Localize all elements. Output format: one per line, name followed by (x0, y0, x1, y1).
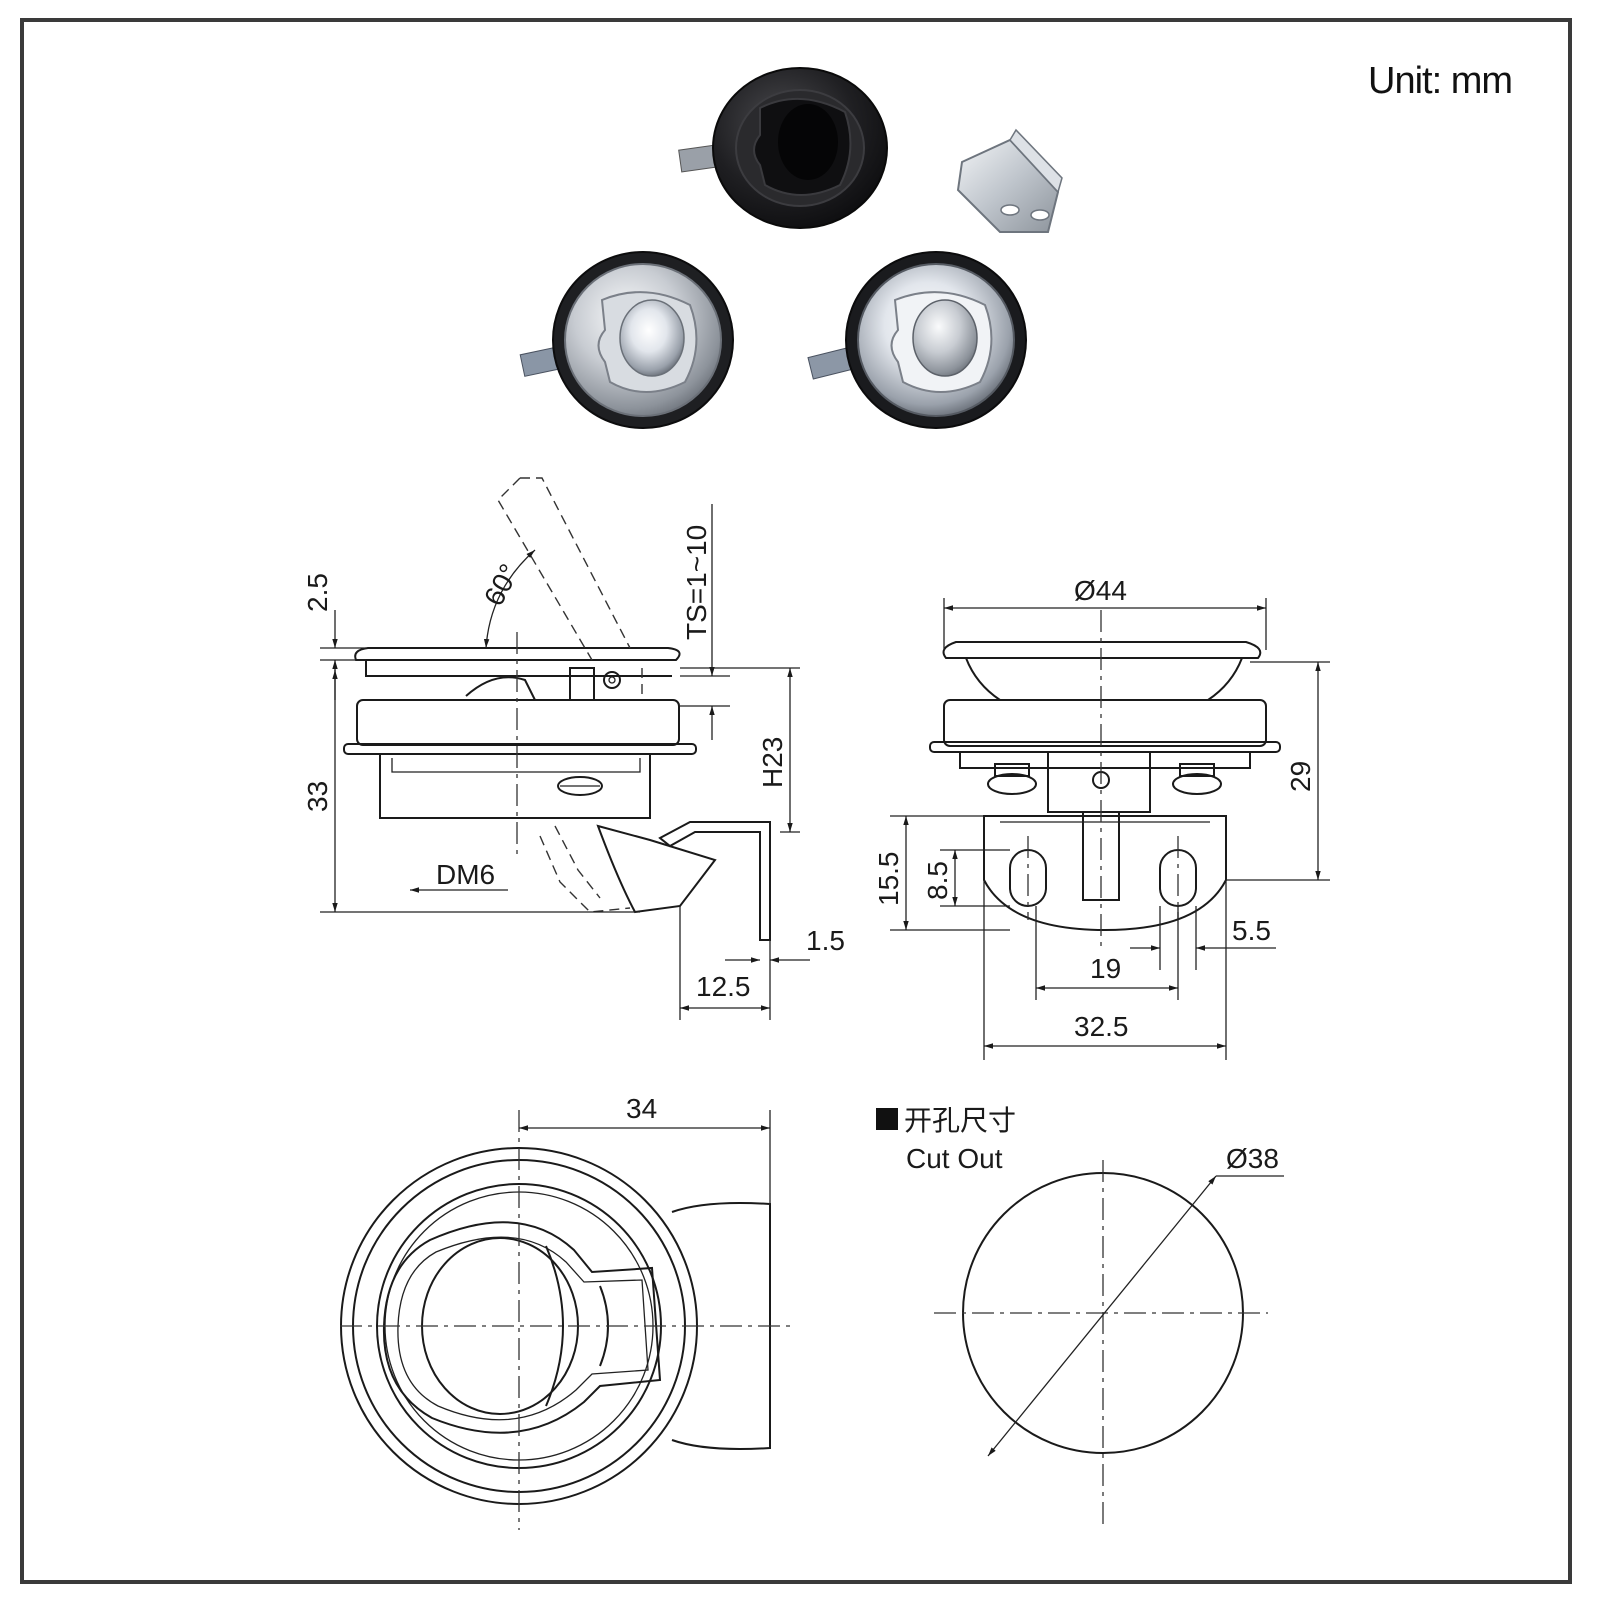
dim-cutout-diameter: Ø38 (1226, 1143, 1279, 1174)
top-view (340, 1110, 790, 1530)
dim-flange-diameter: Ø44 (1074, 575, 1127, 606)
top-view-dimensions: 34 (519, 1093, 771, 1204)
unit-label: Unit: mm (1368, 60, 1513, 102)
dim-slot-spacing: 19 (1090, 953, 1121, 984)
dim-cam-thickness: 1.5 (806, 925, 845, 956)
dim-slot-length: 8.5 (922, 861, 953, 900)
black-latch-photo (678, 67, 888, 229)
dim-flange-thickness: 2.5 (302, 573, 333, 612)
side-body (356, 699, 680, 746)
dim-cam-width: 32.5 (1074, 1011, 1129, 1042)
side-flange (354, 647, 681, 661)
drawing-frame (20, 18, 1572, 1584)
dim-slot-width: 5.5 (1232, 915, 1271, 946)
dim-cam-reach: 12.5 (696, 971, 751, 1002)
dim-body-height: H23 (757, 737, 788, 788)
strike-plate-photo (956, 128, 1063, 233)
satin-latch-photo (519, 251, 734, 429)
dim-top-width: 34 (626, 1093, 657, 1124)
dim-front-height: 29 (1285, 761, 1316, 792)
dim-cam-thread: DM6 (436, 859, 495, 890)
polished-latch-photo (807, 251, 1027, 429)
side-view-dimensions: 60° 2.5 33 TS=1~10 H23 DM6 1.5 12.5 (302, 504, 845, 1020)
dim-cam-height: 15.5 (873, 852, 904, 907)
cutout-view: 开孔尺寸 Cut Out Ø38 (876, 1104, 1284, 1530)
cutout-bullet (876, 1108, 898, 1130)
cutout-title-cn: 开孔尺寸 (904, 1104, 1016, 1137)
front-view-dimensions: Ø44 29 15.5 8.5 5.5 19 32.5 (873, 575, 1330, 1060)
dim-panel-thickness: TS=1~10 (681, 525, 712, 640)
side-view (343, 477, 771, 941)
front-view (929, 610, 1281, 950)
cutout-title-en: Cut Out (906, 1143, 1003, 1174)
dim-overall-height: 33 (302, 781, 333, 812)
